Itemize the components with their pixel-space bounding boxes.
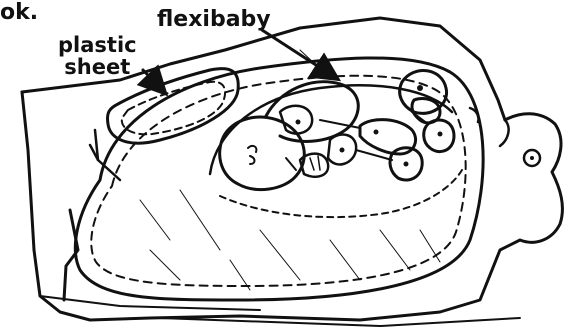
flexible-baby-doll <box>220 71 454 190</box>
